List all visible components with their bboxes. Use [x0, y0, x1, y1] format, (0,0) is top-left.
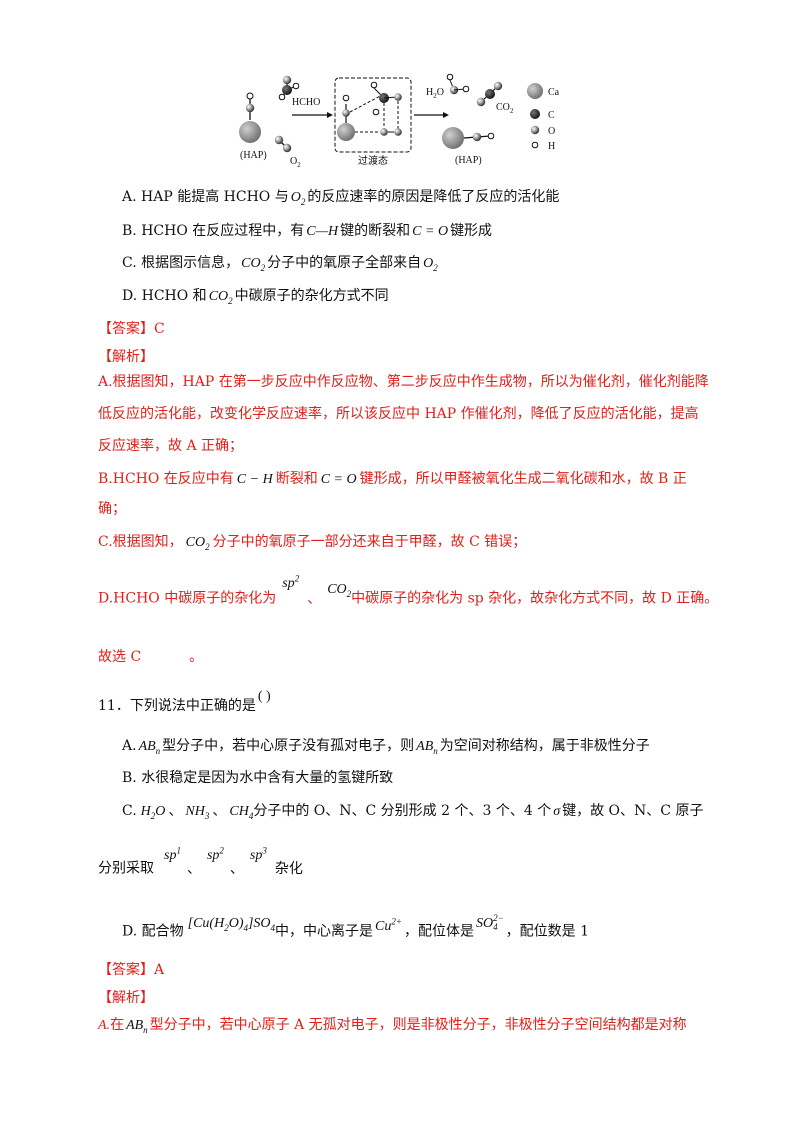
q10-answer: 【答案】C: [98, 321, 165, 337]
hap-right-label: (HAP): [455, 155, 482, 166]
co2-label: CO2: [496, 102, 514, 115]
legend-h: H: [548, 141, 555, 152]
legend-o: O: [548, 126, 555, 137]
hap-right-molecule: [442, 127, 495, 149]
q10-analysis-a-line3: 反应速率，故 A 正确；: [98, 438, 244, 454]
q11-option-c-line1: C.H2O、NH3、CH4分子中的 O、N、C 分别形成 2 个、3 个、4 个…: [122, 803, 704, 821]
hcho-molecule: [278, 75, 300, 101]
q10-analysis-b-line2: 确；: [98, 501, 126, 517]
q10-analysis-a-line1: A.根据图知，HAP 在第一步反应中作反应物、第二步反应中作生成物，所以为催化剂…: [98, 374, 709, 390]
q10-analysis-a-line2: 低反应的活化能，改变化学反应速率，所以该反应中 HAP 作催化剂，降低了反应的活…: [98, 406, 699, 422]
q11-answer: 【答案】A: [98, 962, 165, 978]
o2-left-molecule: [274, 135, 292, 153]
o2-left-label: O2: [290, 156, 301, 169]
q10-analysis-heading: 【解析】: [98, 349, 154, 365]
transition-state-label: 过渡态: [358, 154, 388, 167]
h2o-label: H2O: [426, 87, 444, 100]
co2-molecule: [476, 81, 503, 107]
hcho-label: HCHO: [292, 97, 320, 108]
q10-conclusion: 故选 C。: [98, 649, 204, 665]
h2o-molecule: [446, 73, 470, 95]
q11-stem: 11．下列说法中正确的是( ): [98, 689, 271, 714]
transition-state-box: [334, 77, 412, 153]
q11-option-b: B. 水很稳定是因为水中含有大量的氢键所致: [122, 770, 394, 786]
legend-c: C: [548, 110, 555, 121]
q11-option-c-line2: 分别采取sp1、sp2、sp3杂化: [98, 845, 303, 877]
transition-state-molecule: [337, 81, 402, 141]
q11-analysis-heading: 【解析】: [98, 990, 154, 1006]
reaction-mechanism-diagram: (HAP) O2 HCHO 过渡: [239, 73, 560, 169]
hap-left-label: (HAP): [240, 150, 267, 161]
legend-ca: Ca: [548, 87, 560, 98]
hap-left-molecule: [239, 92, 261, 143]
q10-analysis-d: D.HCHO 中碳原子的杂化为sp2、CO2中碳原子的杂化为 sp 杂化，故杂化…: [98, 573, 719, 607]
legend: Ca C O H: [527, 83, 560, 152]
